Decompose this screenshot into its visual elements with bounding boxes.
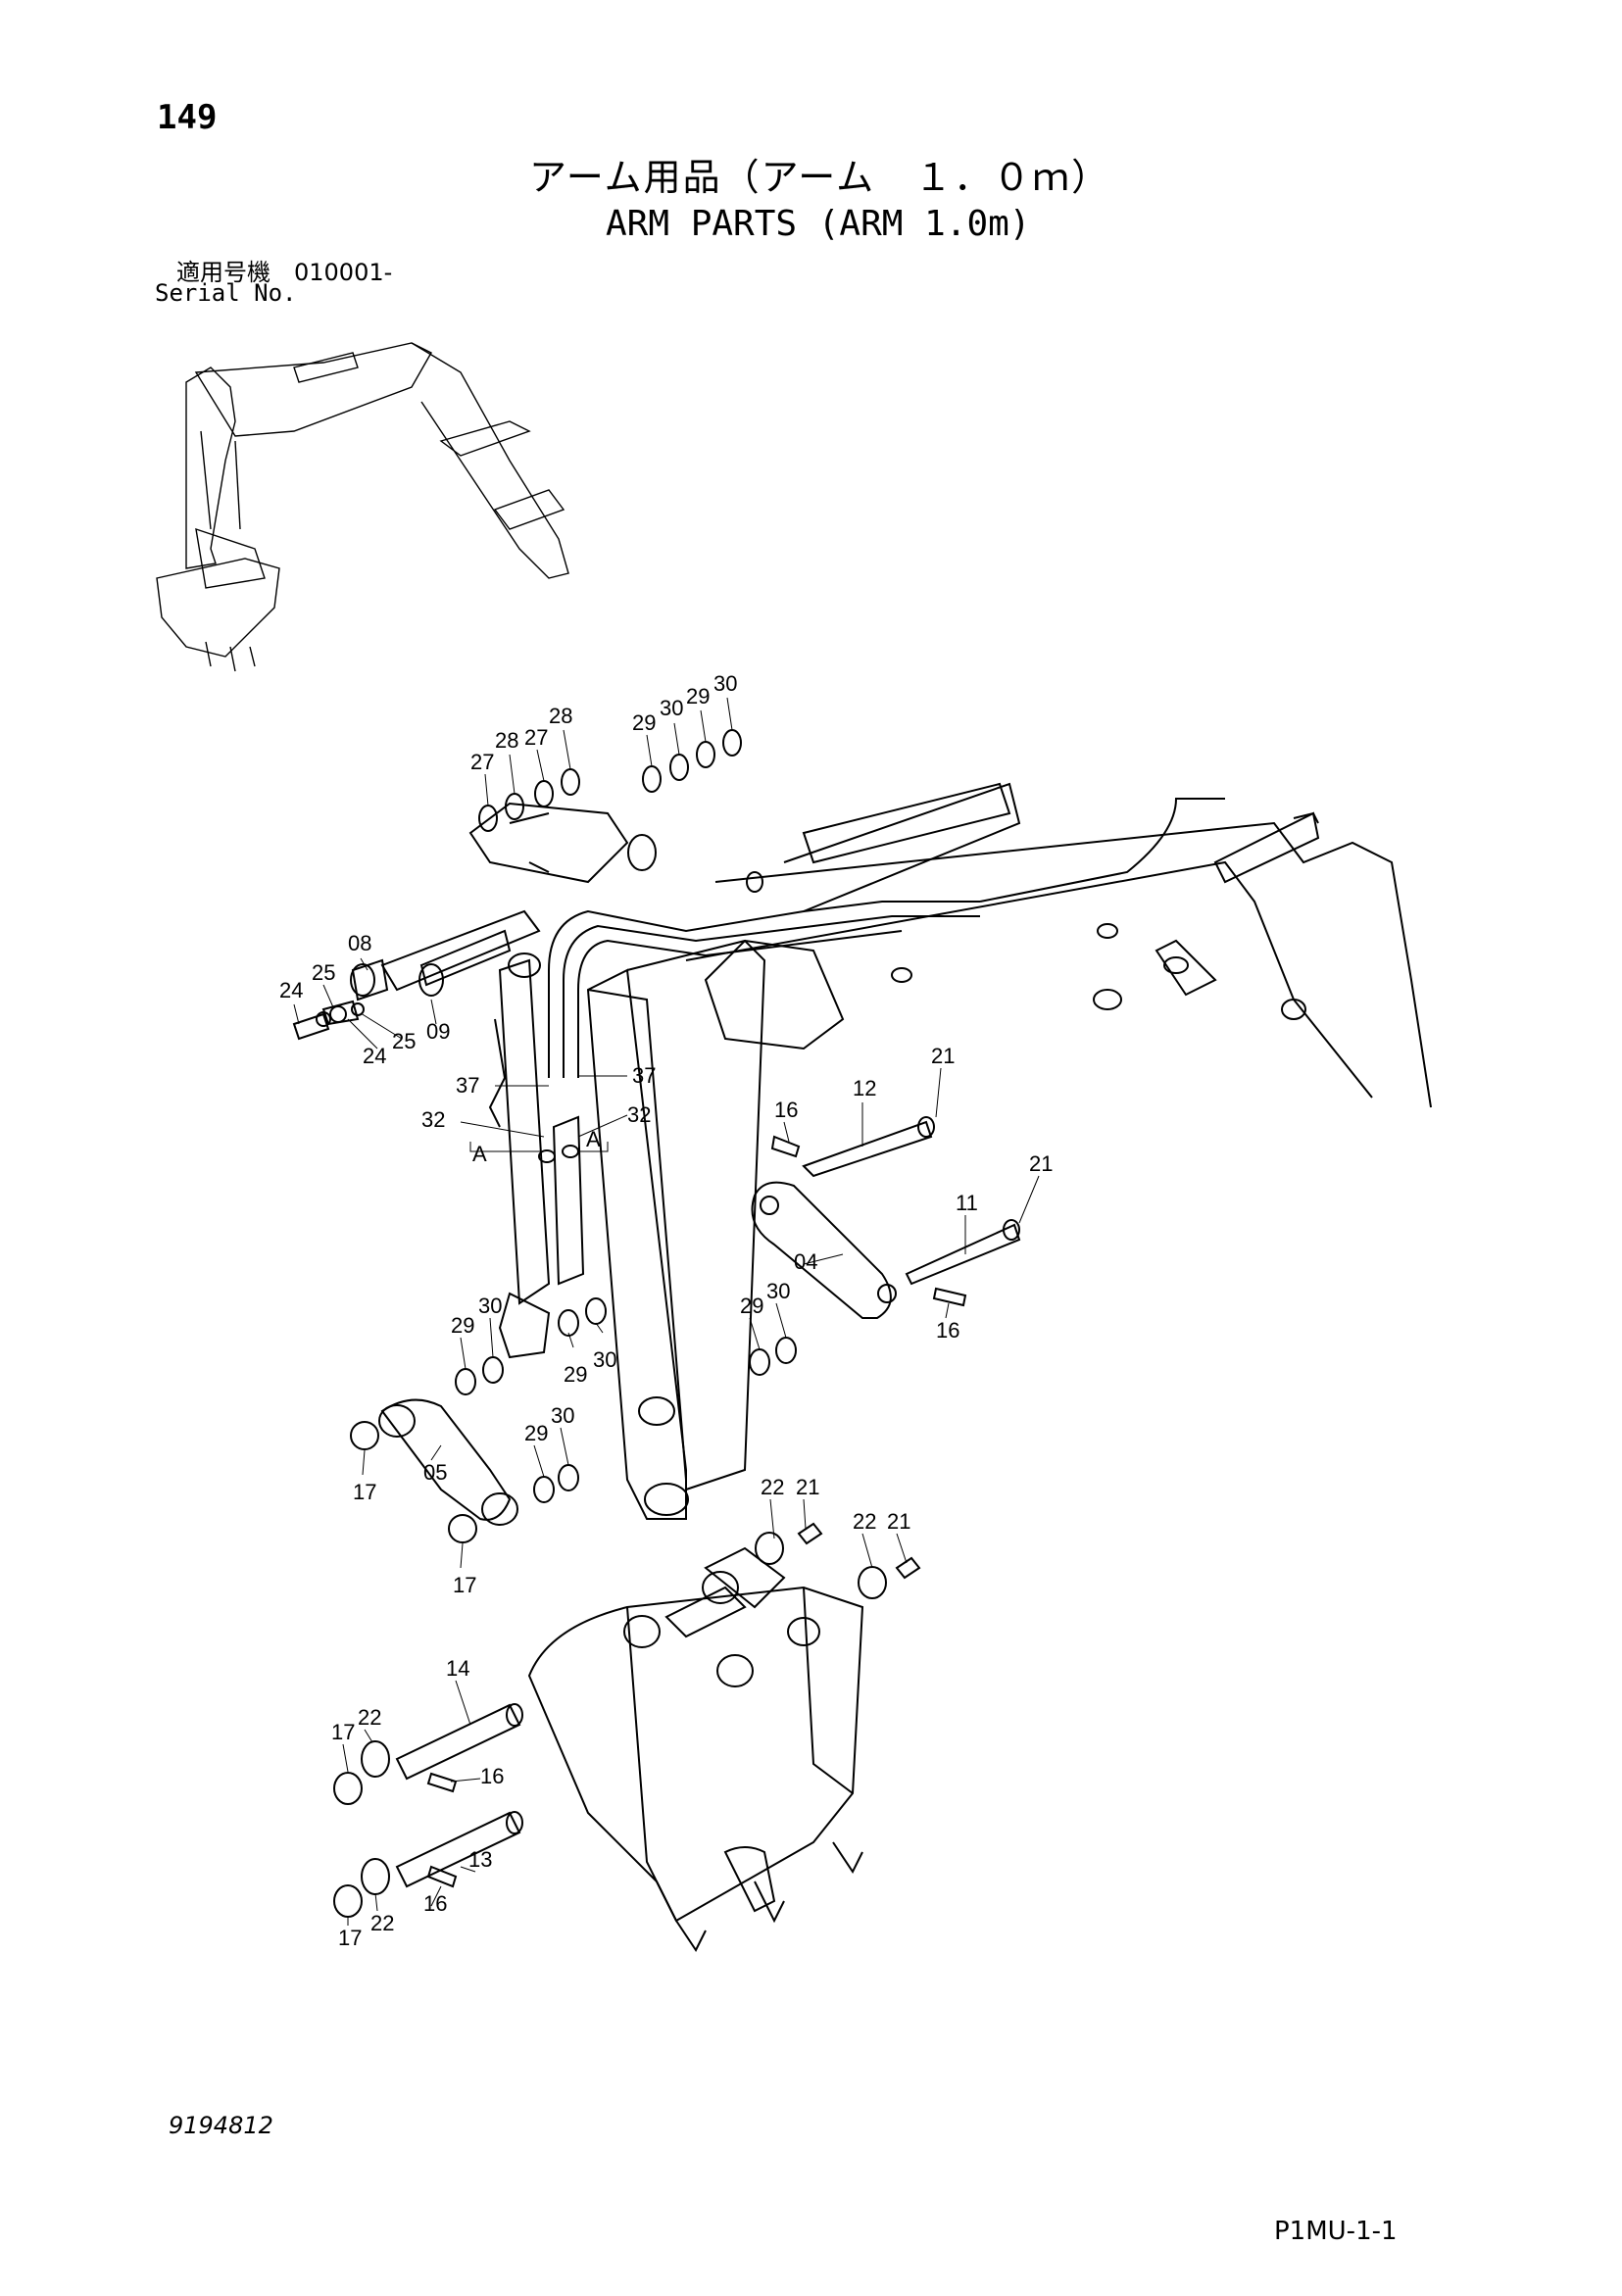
- callout-label: 29: [564, 1362, 587, 1387]
- callout-label: 21: [796, 1475, 819, 1499]
- callout-label: 30: [478, 1294, 502, 1318]
- callout-label: 16: [480, 1764, 504, 1788]
- callout-label: 22: [370, 1911, 394, 1935]
- callout-label: 30: [713, 671, 737, 696]
- callout-label: 17: [331, 1720, 355, 1744]
- serial-applicability: 適用号機 010001-: [176, 259, 393, 286]
- callout-label: 29: [524, 1421, 548, 1445]
- callout-label: 29: [451, 1313, 474, 1338]
- callout-label: 22: [853, 1509, 876, 1534]
- callout-label: 37: [456, 1073, 479, 1098]
- callout-label: 27: [470, 750, 494, 774]
- bucket-cylinder: [488, 953, 585, 1359]
- pins-and-links: [292, 909, 1021, 1543]
- callout-label: 28: [549, 704, 572, 728]
- callout-label: 25: [392, 1029, 416, 1053]
- drawing-number: 9194812: [169, 2112, 273, 2139]
- callout-label: 21: [931, 1044, 955, 1068]
- callout-leader-lines: [293, 697, 1040, 1926]
- callout-label: 25: [312, 960, 335, 985]
- callout-label: 16: [774, 1098, 798, 1122]
- callout-label: 13: [468, 1847, 492, 1872]
- callout-label: 16: [423, 1891, 447, 1916]
- bucket-pins: [333, 1522, 921, 1918]
- callout-label: 28: [495, 728, 518, 753]
- excavator-overview-illustration: [156, 342, 569, 672]
- bucket: [527, 1546, 864, 1952]
- callout-label: 21: [1029, 1151, 1053, 1176]
- hydraulic-hoses: [548, 798, 1225, 1078]
- callout-label: 09: [426, 1019, 450, 1044]
- callout-label: 05: [423, 1460, 447, 1485]
- callout-label: 17: [453, 1573, 476, 1597]
- callout-label: 22: [358, 1705, 381, 1730]
- section-marker-a-left: A: [472, 1142, 487, 1166]
- callout-label: 24: [279, 978, 303, 1002]
- callout-label: 29: [632, 710, 656, 735]
- part-callouts: 27 28 27 28 29 30 29 30 08 25 24 09 24 2…: [279, 671, 1053, 1950]
- callout-label: 17: [338, 1926, 362, 1950]
- callout-label: 27: [524, 725, 548, 750]
- callout-label: 16: [936, 1318, 959, 1343]
- page-title-japanese: アーム用品（アーム １．０ｍ）: [529, 156, 1111, 199]
- callout-label: 11: [956, 1191, 978, 1215]
- callout-label: 22: [761, 1475, 784, 1499]
- callout-label: 08: [348, 931, 371, 955]
- callout-label: 29: [686, 684, 710, 708]
- page-code: P1MU-1-1: [1274, 2217, 1398, 2246]
- callout-label: 29: [740, 1294, 763, 1318]
- callout-label: 30: [660, 696, 683, 720]
- callout-label: 30: [593, 1347, 616, 1372]
- callout-label: 24: [363, 1044, 386, 1068]
- callout-label: 30: [551, 1403, 574, 1428]
- callout-label: 12: [853, 1076, 876, 1100]
- page-title-english: ARM PARTS (ARM 1.0m): [606, 204, 1031, 244]
- section-marker-a-right: A: [586, 1127, 601, 1151]
- arm-body: [468, 782, 1432, 1520]
- page-number: 149: [157, 98, 218, 137]
- serial-label: Serial No.: [155, 279, 297, 307]
- callout-label: 30: [766, 1279, 790, 1303]
- callout-label: 32: [627, 1102, 651, 1127]
- callout-label: 17: [353, 1480, 376, 1504]
- callout-label: 37: [632, 1063, 656, 1088]
- callout-label: 14: [446, 1656, 469, 1681]
- callout-label: 32: [421, 1107, 445, 1132]
- callout-label: 21: [887, 1509, 910, 1534]
